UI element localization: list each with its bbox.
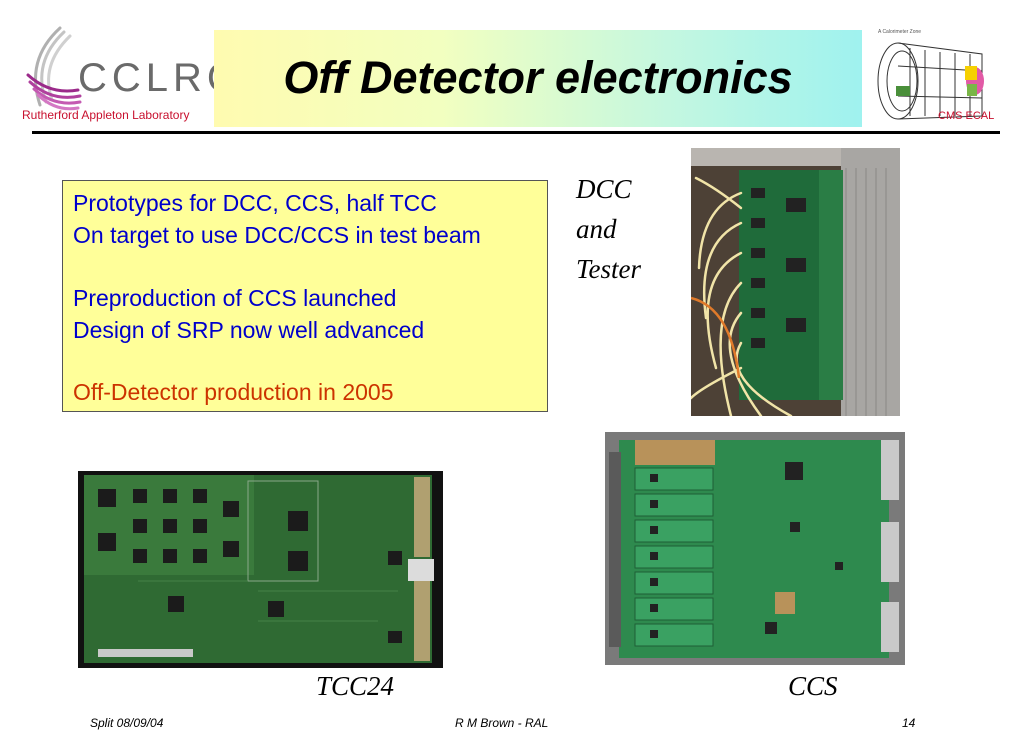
cclrc-logo-icon: [26, 26, 82, 111]
tcc24-board-photo: [78, 471, 443, 668]
caption-tcc24: TCC24: [316, 671, 395, 701]
footer-page-number: 14: [902, 716, 916, 730]
logo-text: CCLRC: [78, 56, 241, 100]
caption-and: and: [576, 214, 617, 244]
title-divider: [32, 131, 1000, 134]
caption-ccs: CCS: [788, 671, 838, 701]
caption-tester: Tester: [576, 254, 642, 284]
detector-label: CMS ECAL: [938, 110, 995, 122]
detector-small-text: A Calorimeter Zone: [878, 29, 922, 35]
info-box: Prototypes for DCC, CCS, half TCC On tar…: [62, 180, 548, 412]
slide-title: Off Detector electronics: [283, 52, 793, 103]
title-banner: Off Detector electronics: [214, 30, 862, 127]
info-line-preproduction: Preproduction of CCS launched: [73, 285, 397, 311]
info-line-production: Off-Detector production in 2005: [73, 379, 394, 405]
footer-author: R M Brown - RAL: [455, 716, 549, 730]
info-line-prototypes: Prototypes for DCC, CCS, half TCC: [73, 190, 437, 216]
info-line-target: On target to use DCC/CCS in test beam: [73, 222, 481, 248]
dcc-tester-photo: [691, 148, 900, 416]
footer-date: Split 08/09/04: [90, 716, 164, 730]
caption-dcc: DCC: [576, 174, 632, 204]
lab-name: Rutherford Appleton Laboratory: [22, 108, 190, 122]
ccs-board-photo: [605, 432, 905, 665]
info-line-srp: Design of SRP now well advanced: [73, 317, 425, 343]
cms-detector-icon: [877, 42, 984, 120]
